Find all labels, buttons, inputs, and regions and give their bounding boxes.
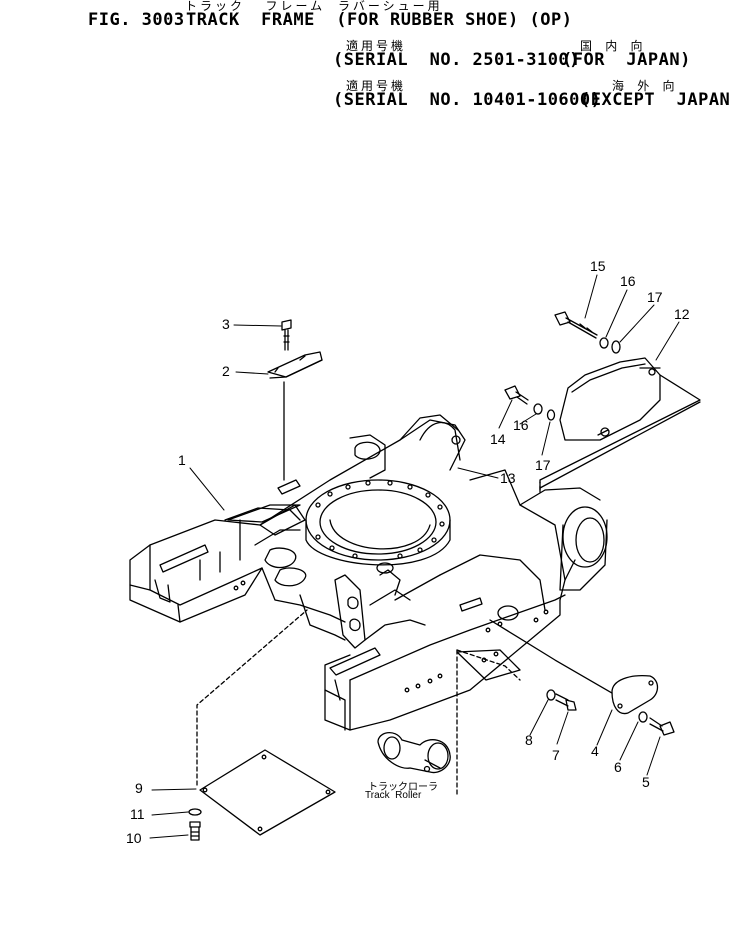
plate-part-4 — [612, 676, 658, 714]
region-except-japan: (EXCEPT JAPAN) — [580, 90, 730, 110]
bolt-part-10 — [190, 822, 200, 840]
bolt-part-3 — [282, 320, 291, 350]
track-frame-part-1 — [130, 415, 607, 730]
callout-10: 10 — [126, 830, 142, 846]
callout-11: 11 — [130, 806, 145, 822]
callout-15: 15 — [590, 258, 606, 274]
washer-part-6 — [639, 712, 647, 722]
callout-13: 13 — [500, 470, 516, 486]
guide-block-part-2 — [268, 352, 322, 378]
applicable-serial-jp-1: 適用号機 — [346, 39, 407, 53]
track-roller-label-jp: トラックローラ — [368, 782, 438, 793]
callout-2: 2 — [222, 363, 230, 379]
callout-leaders — [150, 275, 679, 838]
callout-17-lower: 17 — [535, 457, 551, 473]
callout-3: 3 — [222, 316, 230, 332]
overseas-jp: 海 外 向 — [612, 79, 678, 93]
washer-part-16-upper — [600, 338, 608, 348]
callout-7: 7 — [552, 747, 560, 763]
callout-17-upper: 17 — [647, 289, 663, 305]
bolt-part-5 — [650, 718, 674, 735]
callout-6: 6 — [614, 759, 622, 775]
plate-4-guide-line — [490, 620, 612, 693]
washer-part-17-lower — [548, 410, 555, 420]
washer-part-16-lower — [534, 404, 542, 414]
figure-title: TRACK FRAME (FOR RUBBER SHOE) (OP) — [186, 10, 573, 30]
figure-number: FIG. 3003 — [88, 10, 185, 30]
track-roller-label: Track Roller — [365, 790, 422, 801]
bolt-part-15 — [555, 312, 597, 338]
callout-16-lower: 16 — [513, 417, 529, 433]
callout-8: 8 — [525, 732, 533, 748]
bolt-part-7 — [556, 694, 576, 710]
bottom-cover-part-9 — [200, 750, 335, 835]
roller-mount-pad — [457, 650, 520, 680]
callout-1: 1 — [178, 452, 186, 468]
bolt-part-14 — [505, 386, 528, 404]
washer-part-17-upper — [612, 341, 620, 353]
region-japan: (FOR JAPAN) — [562, 50, 691, 70]
callout-14: 14 — [490, 431, 506, 447]
cover-plate-part-12 — [540, 358, 700, 492]
serial-range-export: (SERIAL NO. 10401-10600) — [333, 90, 602, 110]
washer-part-11 — [189, 809, 201, 815]
track-roller — [378, 733, 450, 773]
callout-5: 5 — [642, 774, 650, 790]
serial-range-japan: (SERIAL NO. 2501-3100) — [333, 50, 580, 70]
cover-plate-guide-line — [540, 402, 700, 488]
title-japanese-rubber-shoe: ラバーシュー用 — [338, 0, 443, 13]
callout-9: 9 — [135, 780, 143, 796]
washer-part-8 — [547, 690, 555, 700]
applicable-serial-jp-2: 適用号機 — [346, 79, 407, 93]
callout-12: 12 — [674, 306, 690, 322]
title-japanese-track-frame: トラック フレーム — [185, 0, 326, 13]
callout-16-upper: 16 — [620, 273, 636, 289]
domestic-jp: 国 内 向 — [580, 39, 646, 53]
dashed-leaders — [197, 482, 540, 795]
callout-4: 4 — [591, 743, 599, 759]
